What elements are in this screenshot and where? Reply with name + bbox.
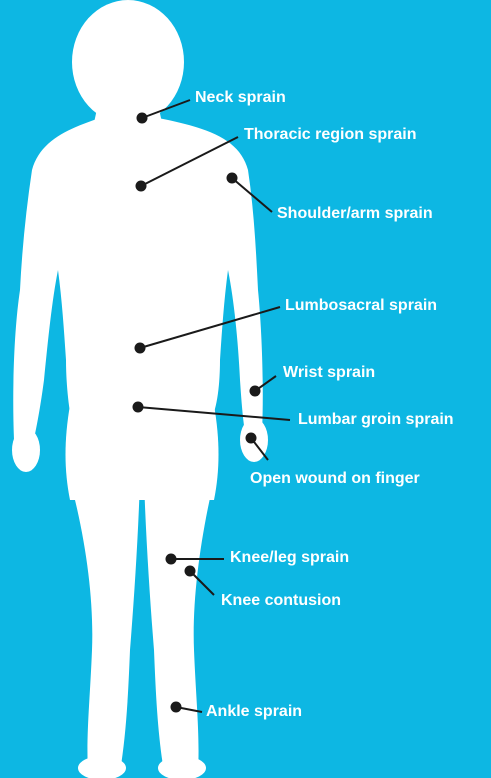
knee-leg-marker-dot [166,554,177,565]
ankle-sprain-label: Ankle sprain [206,702,302,722]
shoulder-arm-sprain-label: Shoulder/arm sprain [277,204,433,224]
knee-contusion-marker-dot [185,566,196,577]
neck-marker-dot [137,113,148,124]
wrist-sprain-label: Wrist sprain [283,363,375,383]
wrist-marker-dot [250,386,261,397]
neck-sprain-label: Neck sprain [195,88,286,108]
right-hand-shape [12,428,40,472]
ankle-marker-dot [171,702,182,713]
shoulder-marker-dot [227,173,238,184]
knee-leg-sprain-label: Knee/leg sprain [230,548,349,568]
thoracic-region-sprain-label: Thoracic region sprain [244,125,416,145]
open-wound-finger-label: Open wound on finger [250,469,420,489]
lumbosacral-sprain-label: Lumbosacral sprain [285,296,437,316]
left-leg-shape [70,480,140,772]
lumbar-groin-marker-dot [133,402,144,413]
lumbosacral-marker-dot [135,343,146,354]
finger-marker-dot [246,433,257,444]
right-leg-shape [144,480,214,772]
lumbar-groin-sprain-label: Lumbar groin sprain [298,410,454,430]
knee-contusion-label: Knee contusion [221,591,341,611]
thoracic-marker-dot [136,181,147,192]
